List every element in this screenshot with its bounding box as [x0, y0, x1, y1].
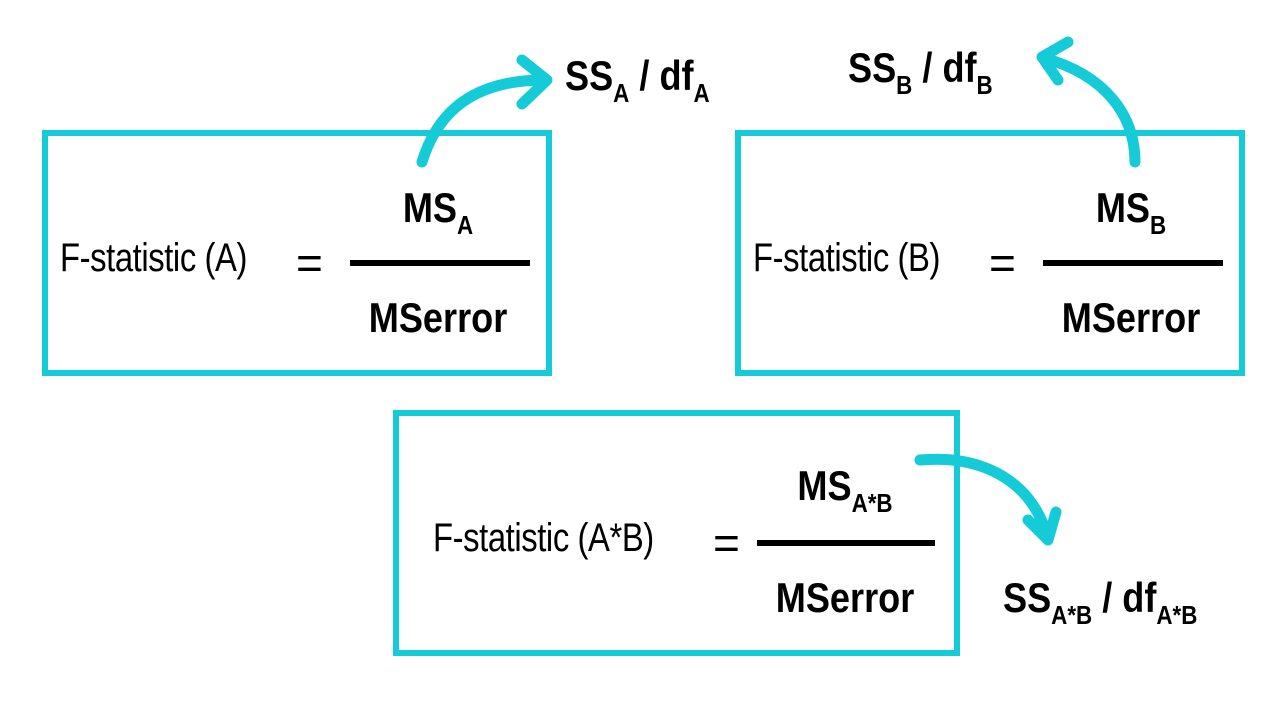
- expansion-ab-right-sub: A*B: [1156, 600, 1198, 630]
- formula-box-ab: F-statistic (A*B) = MSA*B MSerror: [393, 410, 960, 656]
- expansion-label-ab: SSA*B / dfA*B: [1003, 574, 1197, 631]
- expansion-a-sep: / df: [629, 52, 694, 99]
- formula-box-a: F-statistic (A) = MSA MSerror: [42, 130, 552, 376]
- expansion-label-b: SSB / dfB: [848, 44, 993, 101]
- expansion-ab-left: SS: [1003, 574, 1052, 621]
- fraction-bar-ab: [757, 540, 935, 546]
- equals-sign-ab: =: [713, 517, 740, 569]
- arrow-a-icon: [416, 54, 553, 168]
- lhs-label-ab: F-statistic (A*B): [433, 516, 654, 560]
- expansion-b-sep: / df: [912, 44, 977, 91]
- numerator-a: MSA: [361, 184, 516, 241]
- expansion-b-left-sub: B: [896, 70, 913, 100]
- arrow-ab-icon: [914, 453, 1062, 546]
- numerator-ab: MSA*B: [768, 462, 923, 519]
- expansion-b-left: SS: [848, 44, 897, 91]
- expansion-ab-left-sub: A*B: [1051, 600, 1093, 630]
- expansion-b-right-sub: B: [976, 70, 993, 100]
- numerator-b-sub: B: [1150, 210, 1167, 240]
- fraction-bar-a: [350, 260, 530, 266]
- expansion-label-a: SSA / dfA: [565, 52, 710, 109]
- expansion-a-left-sub: A: [613, 78, 630, 108]
- numerator-b: MSB: [1054, 184, 1209, 241]
- lhs-label-a: F-statistic (A): [60, 236, 247, 280]
- denominator-b: MSerror: [1061, 294, 1201, 341]
- expansion-a-right-sub: A: [693, 78, 710, 108]
- numerator-ab-sub: A*B: [851, 488, 893, 518]
- numerator-ab-main: MS: [797, 462, 852, 509]
- arrow-b-icon: [1036, 36, 1141, 168]
- denominator-a: MSerror: [368, 294, 508, 341]
- expansion-ab-sep: / df: [1092, 574, 1157, 621]
- equals-sign-b: =: [989, 237, 1016, 289]
- numerator-a-sub: A: [457, 210, 474, 240]
- numerator-b-main: MS: [1095, 184, 1151, 231]
- lhs-label-b: F-statistic (B): [753, 236, 940, 280]
- denominator-ab: MSerror: [775, 574, 915, 621]
- fraction-bar-b: [1043, 260, 1223, 266]
- formula-box-b: F-statistic (B) = MSB MSerror: [735, 130, 1245, 376]
- equals-sign-a: =: [296, 237, 323, 289]
- numerator-a-main: MS: [402, 184, 458, 231]
- expansion-a-left: SS: [565, 52, 614, 99]
